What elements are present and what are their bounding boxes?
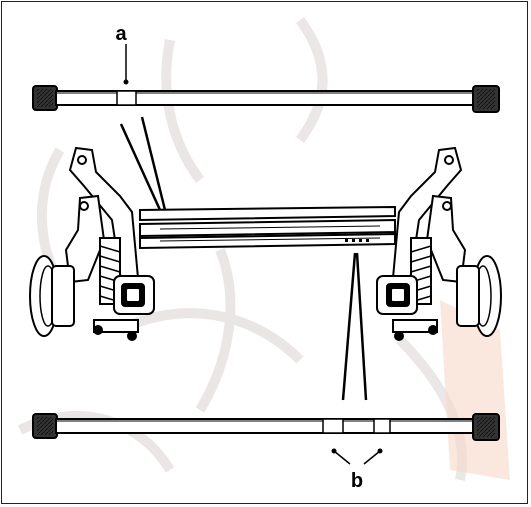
torsion-bar-bottom <box>32 413 500 441</box>
torsion-bar-top <box>32 85 500 113</box>
callout-a-label: a <box>115 23 127 45</box>
callout-a: a <box>115 23 129 85</box>
axle-beams <box>139 205 396 250</box>
callout-b-label: b <box>351 470 363 492</box>
leader-lines <box>119 116 368 401</box>
right-trailing-arm <box>376 146 502 341</box>
left-trailing-arm <box>29 146 155 341</box>
callout-b: b <box>331 448 383 492</box>
